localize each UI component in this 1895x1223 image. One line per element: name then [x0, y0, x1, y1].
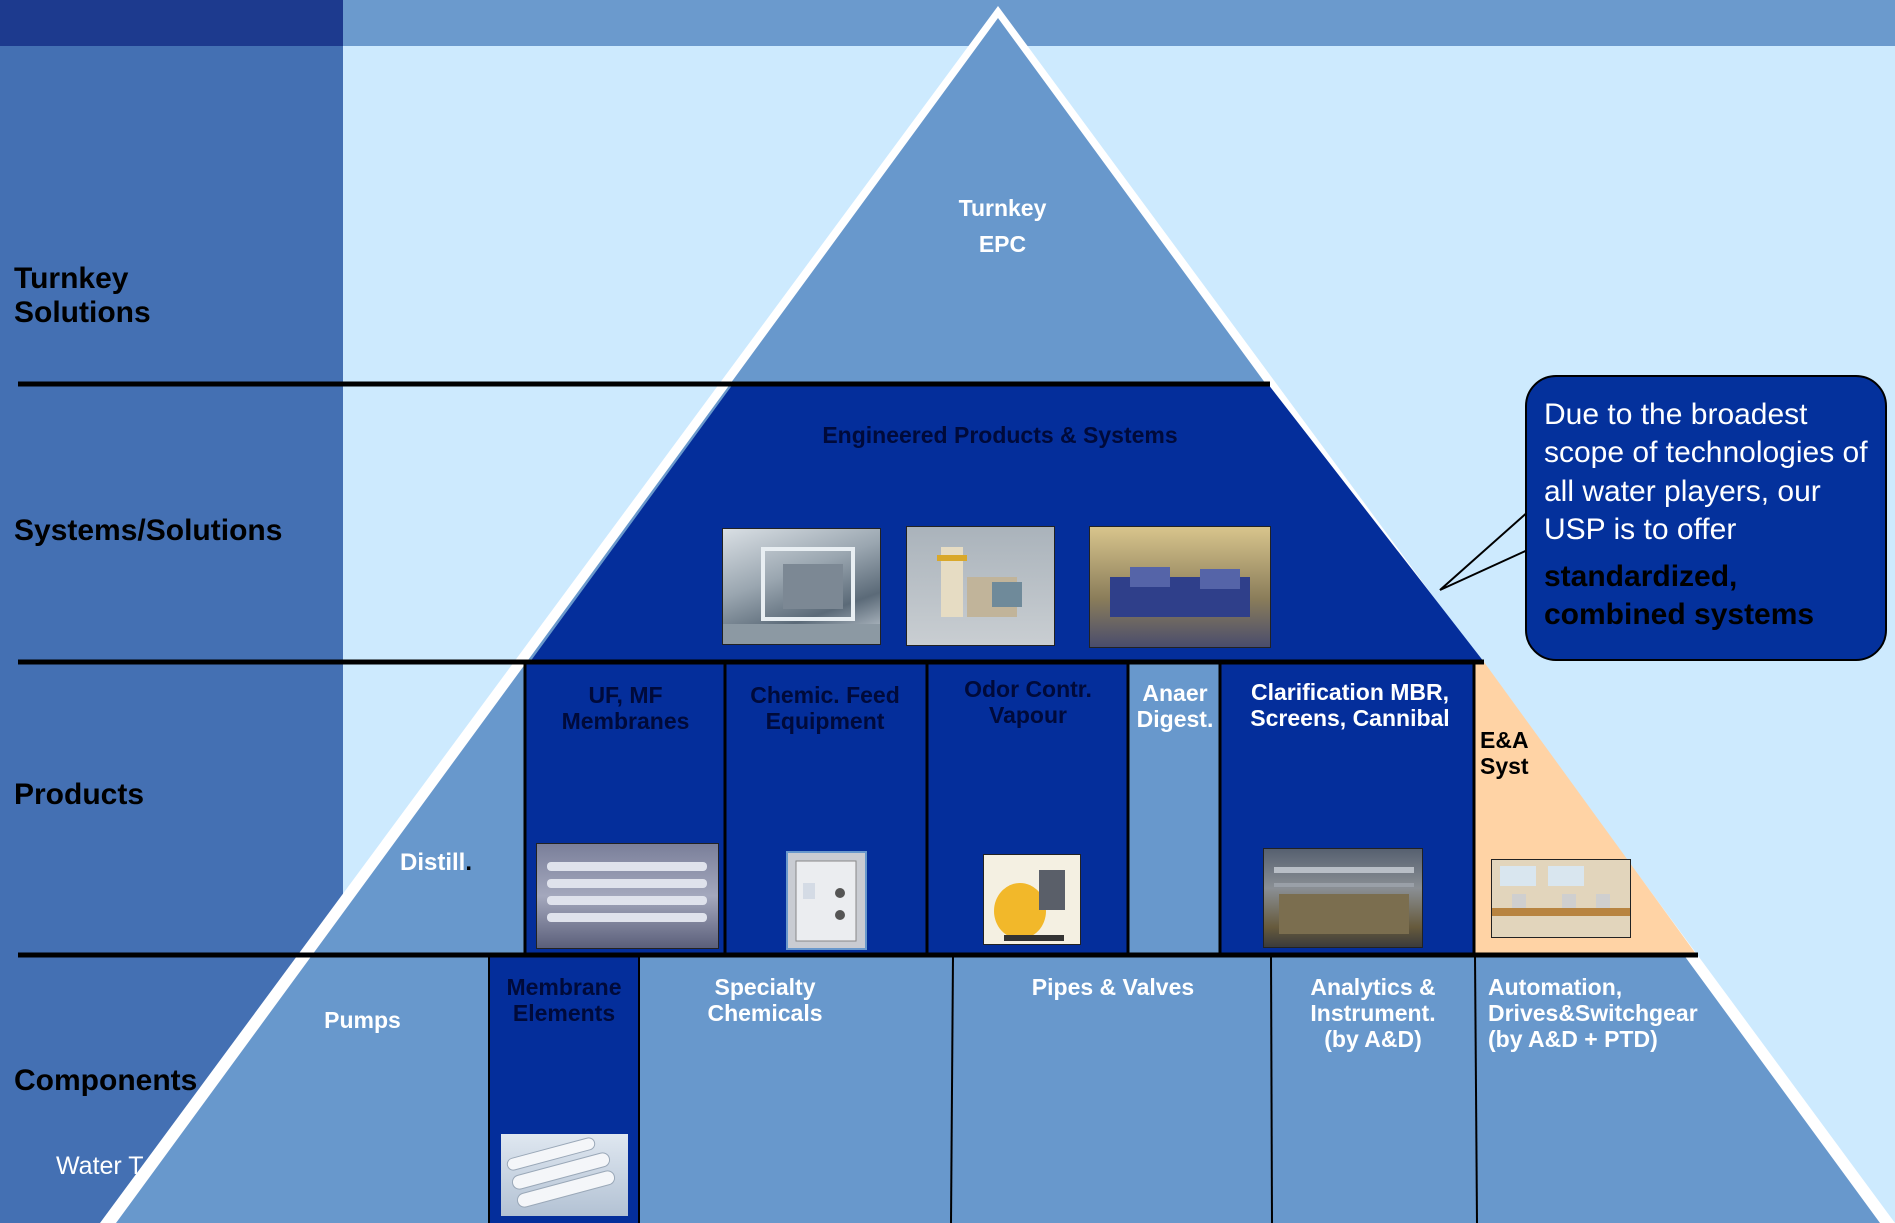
specialty-chemicals-label: Specialty Chemicals — [707, 974, 823, 1026]
epc-label: EPC — [978, 231, 1027, 257]
callout-box — [1525, 375, 1887, 661]
product-photo-membranes — [536, 843, 719, 949]
pumps-label: Pumps — [324, 1007, 401, 1033]
water-label: Water T — [56, 1152, 144, 1180]
header-dark — [0, 0, 343, 46]
callout-pointer — [1439, 507, 1534, 591]
header-bar — [343, 0, 1895, 46]
component-dividers — [488, 955, 1478, 1223]
level-label-products: Products — [14, 778, 145, 811]
systems-title: Engineered Products & Systems — [822, 422, 1178, 448]
ea-label: E&A Syst — [1480, 727, 1529, 779]
clarification-label: Clarification MBR, Screens, Cannibal — [1250, 679, 1450, 731]
anaer-label: Anaer Digest. — [1136, 680, 1214, 732]
automation-label: Automation, Drives&Switchgear (by A&D + … — [1488, 974, 1698, 1052]
system-photo-unit — [906, 526, 1055, 646]
analytics-label: Analytics & Instrument. (by A&D) — [1310, 974, 1436, 1052]
level-label-turnkey: Turnkey Solutions — [14, 262, 151, 329]
turnkey-label: Turnkey — [958, 195, 1047, 221]
tier-separators — [18, 381, 1698, 958]
product-photo-odor — [983, 854, 1081, 945]
product-photo-clarification — [1263, 848, 1423, 948]
product-photo-chemic-feed — [786, 851, 867, 950]
membrane-elements-label: Membrane Elements — [506, 974, 622, 1026]
callout-text: Due to the broadest scope of technologie… — [1544, 396, 1884, 634]
component-photo-membrane — [501, 1134, 628, 1216]
anaer-column — [1128, 662, 1220, 954]
product-photo-ea — [1491, 859, 1631, 938]
level-label-components: Components — [14, 1064, 198, 1097]
product-dividers — [523, 662, 1476, 954]
uf-mf-label: UF, MF Membranes — [561, 682, 690, 734]
odor-label: Odor Contr. Vapour — [964, 676, 1092, 728]
pipes-valves-label: Pipes & Valves — [1031, 974, 1195, 1000]
chemic-feed-label: Chemic. Feed Equipment — [750, 682, 900, 734]
distill-label: Distill. — [400, 849, 473, 876]
callout-bold: standardized, combined systems — [1544, 559, 1815, 631]
system-photo-hall — [722, 528, 881, 645]
level-label-systems: Systems/Solutions — [14, 514, 283, 547]
system-photo-plant — [1089, 526, 1271, 648]
